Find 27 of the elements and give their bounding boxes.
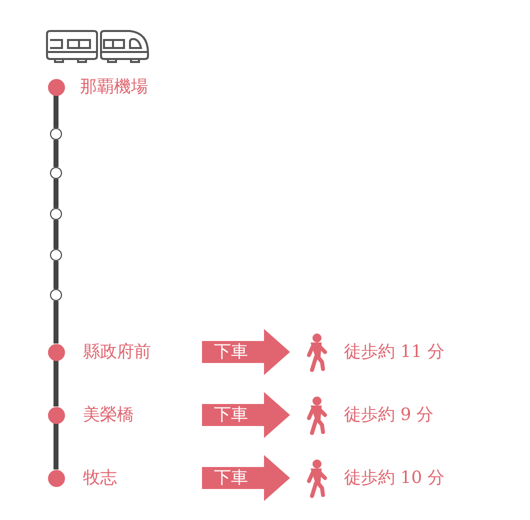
walk-time-text: 徒歩約 10 分 — [344, 468, 444, 488]
route-line — [54, 360, 58, 406]
route-line — [54, 261, 58, 289]
station-dot — [48, 470, 64, 486]
route-line — [54, 301, 58, 344]
station-dot — [48, 344, 64, 360]
station-dot — [48, 78, 64, 96]
route-line — [54, 220, 58, 249]
station-dot — [48, 406, 64, 424]
arrow-shape: 下車 — [202, 455, 290, 501]
route-line — [54, 140, 58, 167]
station-name: 縣政府前 — [83, 342, 151, 362]
station-name: 那覇機場 — [80, 77, 148, 97]
route-line — [54, 424, 58, 470]
route-line — [54, 96, 58, 128]
stop-dot — [50, 249, 62, 261]
stop-dot — [50, 289, 62, 301]
walk-time-text: 徒歩約 9 分 — [344, 405, 434, 425]
station-name: 美榮橋 — [83, 405, 134, 425]
arrow-shape: 下車 — [202, 392, 290, 438]
station-name: 牧志 — [83, 468, 117, 488]
arrow-shape: 下車 — [202, 329, 290, 375]
route-line — [54, 179, 58, 208]
stop-dot — [50, 167, 62, 179]
stop-dot — [50, 208, 62, 220]
walk-time-text: 徒歩約 11 分 — [344, 342, 444, 362]
stop-dot — [50, 128, 62, 140]
